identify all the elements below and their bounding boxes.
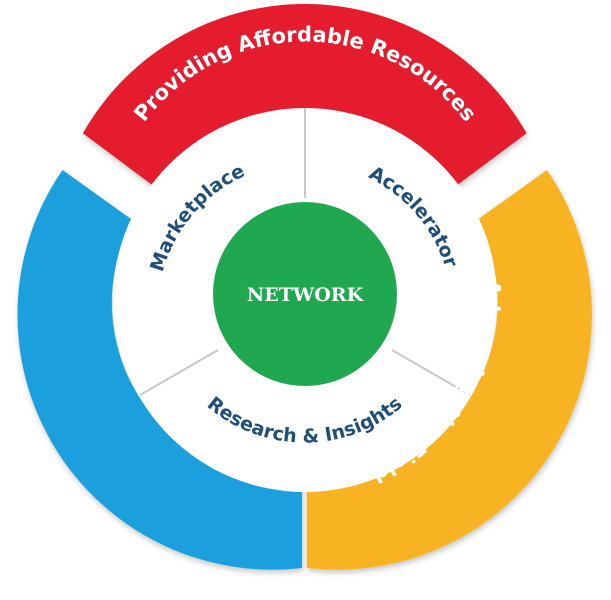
divider-left <box>139 349 219 396</box>
hub-label: NETWORK <box>247 284 365 306</box>
divider-right <box>391 349 471 396</box>
hub-circle <box>213 202 397 386</box>
